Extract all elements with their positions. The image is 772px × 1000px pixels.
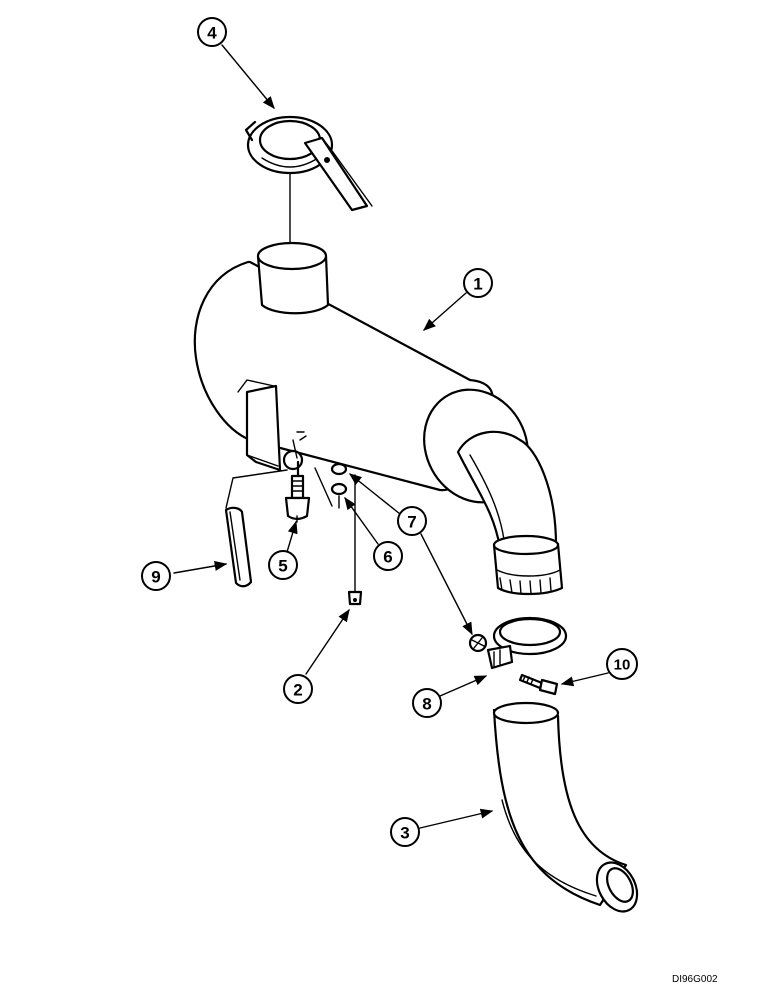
leader-arrows	[173, 44, 609, 829]
callout-8-label: 8	[422, 695, 431, 714]
callout-9-label: 9	[151, 568, 160, 587]
leader-1	[423, 292, 467, 331]
callout-1: 1	[463, 268, 493, 298]
leader-7a	[349, 473, 401, 515]
leader-4	[221, 44, 275, 109]
callout-2-label: 2	[293, 681, 302, 700]
leader-10	[560, 672, 609, 687]
washer-nut-parts	[314, 462, 348, 509]
callout-8: 8	[412, 688, 442, 718]
callout-7: 7	[397, 506, 427, 536]
leader-3	[419, 808, 494, 829]
callout-6-label: 6	[383, 548, 392, 567]
callout-1-label: 1	[473, 275, 482, 294]
callout-5-label: 5	[278, 557, 287, 576]
isolator-mount-part	[284, 439, 311, 523]
callout-7-label: 7	[407, 513, 416, 532]
rain-cap-part	[244, 115, 373, 256]
leader-9	[173, 560, 228, 574]
callout-3-label: 3	[400, 824, 409, 843]
callout-2: 2	[283, 674, 313, 704]
bolt-part	[518, 673, 559, 696]
drain-plug-part	[347, 474, 363, 606]
callout-4: 4	[197, 17, 227, 47]
callout-6: 6	[373, 541, 403, 571]
muffler-part	[193, 241, 564, 596]
callout-10: 10	[606, 648, 638, 680]
drawing-code: DI96G002	[672, 974, 718, 985]
leader-2	[305, 608, 350, 675]
leader-6	[344, 496, 379, 545]
leader-7b	[420, 533, 473, 636]
exhaust-elbow-part	[492, 701, 639, 913]
leader-5	[286, 520, 298, 553]
clamp-part	[468, 616, 568, 670]
callout-4-label: 4	[207, 24, 217, 43]
callout-9: 9	[141, 561, 171, 591]
callout-10-label: 10	[614, 657, 631, 674]
callout-3: 3	[390, 817, 420, 847]
pin-part	[224, 469, 288, 588]
callout-5: 5	[268, 550, 298, 580]
leader-8	[439, 675, 488, 697]
